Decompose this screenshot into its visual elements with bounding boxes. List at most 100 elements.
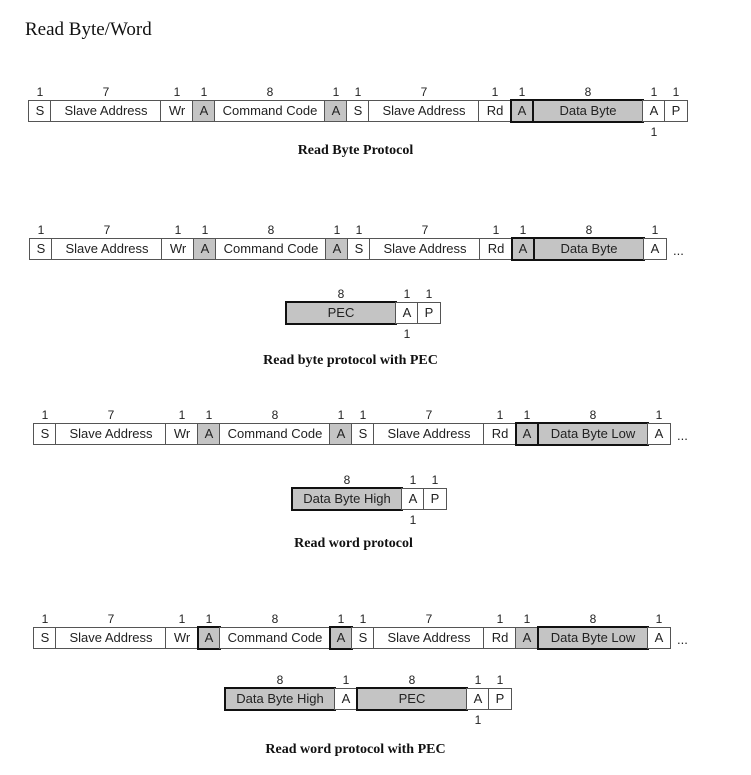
field-s: S: [347, 238, 371, 260]
bit-count-label: 1: [431, 473, 439, 487]
field-rd: Rd: [483, 423, 517, 445]
bit-count-label: 1: [651, 223, 659, 237]
bit-count-label: 1: [672, 85, 680, 99]
field-slave-address: Slave Address: [369, 238, 481, 260]
bit-count-label: 8: [276, 673, 284, 687]
field-wr: Wr: [160, 100, 194, 122]
bit-count-label: 1: [425, 287, 433, 301]
diagram-caption-read-byte-pec: Read byte protocol with PEC: [263, 353, 438, 368]
bit-count-label: 1: [36, 85, 44, 99]
bit-count-label: 1: [41, 408, 49, 422]
field-command-code: Command Code: [214, 100, 326, 122]
field-wr: Wr: [165, 423, 199, 445]
bit-count-label: 8: [585, 223, 593, 237]
bit-count-label: 1: [359, 408, 367, 422]
bit-count-label: 8: [343, 473, 351, 487]
bit-count-label: 7: [102, 85, 110, 99]
field-p: P: [488, 688, 512, 710]
diagram-caption-read-byte: Read Byte Protocol: [297, 143, 414, 158]
field-p: P: [423, 488, 447, 510]
field-a: A: [647, 423, 671, 445]
bit-count-label: 1: [650, 85, 658, 99]
bit-count-label: 1: [178, 408, 186, 422]
field-a: A: [466, 688, 490, 710]
bit-count-label: 1: [333, 223, 341, 237]
field-s: S: [351, 627, 375, 649]
bit-count-label-below: 1: [650, 125, 658, 139]
field-command-code: Command Code: [219, 423, 331, 445]
bit-count-label: 1: [474, 673, 482, 687]
page-title: Read Byte/Word: [25, 19, 152, 40]
field-a: A: [395, 302, 419, 324]
bit-count-label: 1: [655, 408, 663, 422]
bit-count-label: 1: [173, 85, 181, 99]
bit-count-label: 1: [41, 612, 49, 626]
field-s: S: [28, 100, 52, 122]
bit-count-label: 1: [523, 612, 531, 626]
bit-count-label: 7: [103, 223, 111, 237]
bit-count-label: 7: [421, 223, 429, 237]
bit-count-label: 8: [589, 408, 597, 422]
bit-count-label-below: 1: [403, 327, 411, 341]
field-rd: Rd: [483, 627, 517, 649]
field-a: A: [192, 100, 216, 122]
bit-count-label-below: 1: [474, 713, 482, 727]
field-data-byte-high: Data Byte High: [291, 487, 403, 511]
bit-count-label: 7: [425, 612, 433, 626]
bit-count-label: 7: [420, 85, 428, 99]
field-a: A: [325, 238, 349, 260]
field-command-code: Command Code: [219, 627, 331, 649]
bit-count-label: 1: [496, 673, 504, 687]
bit-count-label: 1: [178, 612, 186, 626]
bit-count-label: 1: [409, 473, 417, 487]
field-s: S: [346, 100, 370, 122]
field-slave-address: Slave Address: [51, 238, 163, 260]
field-data-byte-low: Data Byte Low: [537, 422, 649, 446]
bit-count-label: 8: [271, 408, 279, 422]
bit-count-label: 1: [37, 223, 45, 237]
bit-count-label: 8: [337, 287, 345, 301]
field-a: A: [197, 423, 221, 445]
bit-count-label: 8: [266, 85, 274, 99]
field-s: S: [351, 423, 375, 445]
field-a: A: [193, 238, 217, 260]
field-s: S: [33, 627, 57, 649]
field-slave-address: Slave Address: [373, 627, 485, 649]
field-data-byte-low: Data Byte Low: [537, 626, 649, 650]
bit-count-label: 1: [355, 223, 363, 237]
bit-count-label: 8: [589, 612, 597, 626]
bit-count-label: 1: [523, 408, 531, 422]
bit-count-label: 1: [359, 612, 367, 626]
field-a: A: [642, 100, 666, 122]
field-slave-address: Slave Address: [368, 100, 480, 122]
diagram-caption-read-word: Read word protocol: [294, 536, 413, 551]
bit-count-label: 8: [271, 612, 279, 626]
field-p: P: [417, 302, 441, 324]
field-pec: PEC: [285, 301, 397, 325]
field-wr: Wr: [161, 238, 195, 260]
field-a: A: [329, 423, 353, 445]
bit-count-label: 1: [491, 85, 499, 99]
field-slave-address: Slave Address: [50, 100, 162, 122]
bit-count-label: 1: [201, 223, 209, 237]
bit-count-label: 1: [354, 85, 362, 99]
field-a: A: [334, 688, 358, 710]
bit-count-label: 1: [337, 612, 345, 626]
bit-count-label: 1: [519, 223, 527, 237]
bit-count-label: 1: [655, 612, 663, 626]
field-a: A: [329, 626, 353, 650]
field-rd: Rd: [479, 238, 513, 260]
field-a: A: [510, 99, 534, 123]
field-a: A: [197, 626, 221, 650]
field-p: P: [664, 100, 688, 122]
continuation-ellipsis: ...: [673, 243, 684, 258]
bit-count-label: 7: [107, 408, 115, 422]
field-a: A: [643, 238, 667, 260]
bit-count-label: 8: [267, 223, 275, 237]
field-a: A: [647, 627, 671, 649]
field-a: A: [401, 488, 425, 510]
field-a: A: [515, 627, 539, 649]
field-rd: Rd: [478, 100, 512, 122]
bit-count-label: 1: [403, 287, 411, 301]
bit-count-label: 1: [496, 612, 504, 626]
